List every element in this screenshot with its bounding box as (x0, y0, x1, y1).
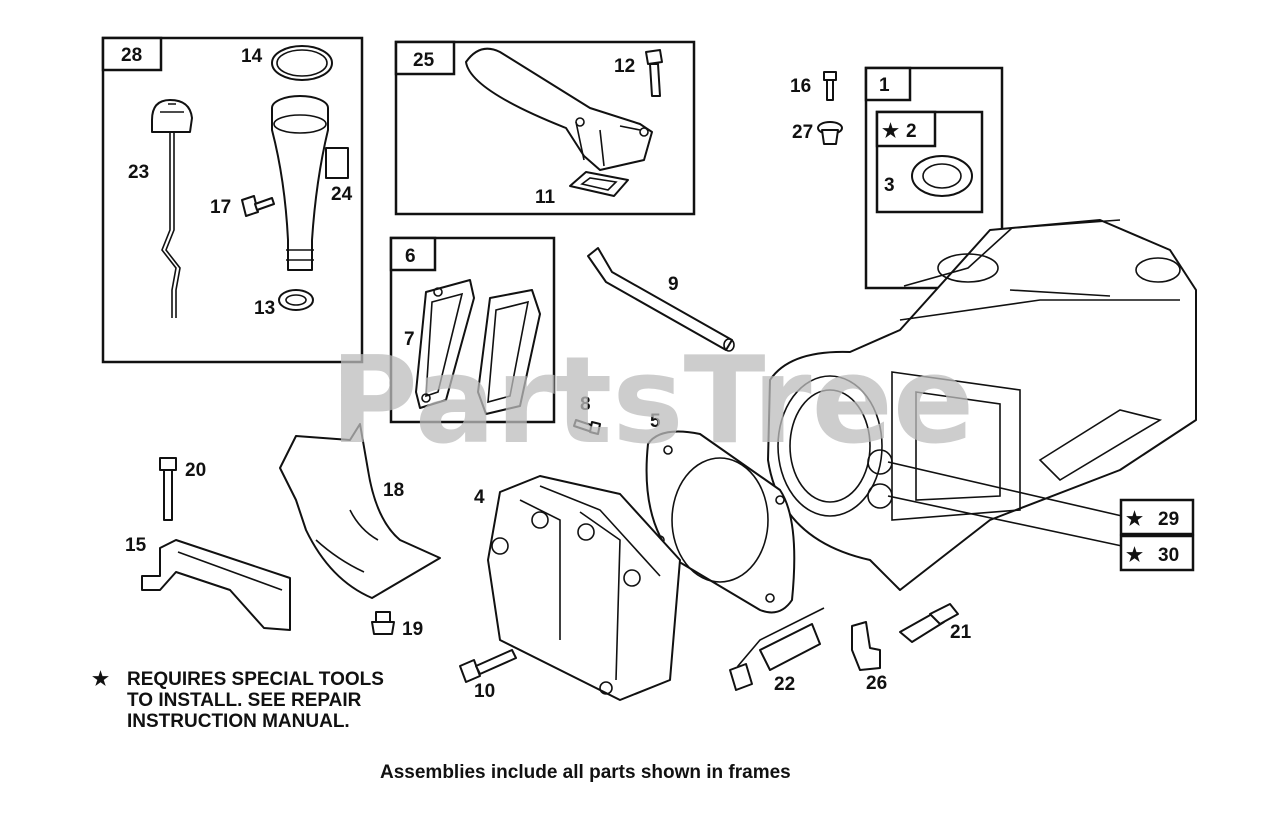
callout-10: 10 (474, 681, 495, 702)
part-16-bolt[interactable] (823, 71, 837, 101)
part-17-screw[interactable] (241, 195, 275, 217)
callout-15: 15 (125, 535, 147, 556)
callout-17: 17 (210, 197, 231, 218)
callout-9: 9 (668, 274, 679, 295)
frame-tag-6: 6 (405, 246, 416, 267)
part-14-o-ring[interactable] (271, 45, 333, 81)
part-24-oil-fill-tube[interactable] (271, 95, 349, 271)
part-13-seal-ring[interactable] (278, 289, 314, 311)
leader-30 (887, 495, 1123, 547)
footer-caption: Assemblies include all parts shown in fr… (380, 762, 791, 783)
callout-18: 18 (383, 480, 404, 501)
frame-tag-1: 1 (879, 75, 890, 96)
assembly-frame-25[interactable]: 25 (394, 40, 696, 216)
part-27-bushing[interactable] (817, 121, 843, 145)
callout-30: 30 (1158, 545, 1179, 566)
note-line-1: REQUIRES SPECIAL TOOLS (127, 669, 384, 690)
part-4-cylinder-head[interactable] (487, 475, 681, 701)
part-18-cylinder-shield[interactable] (279, 423, 441, 599)
callout-21: 21 (950, 622, 972, 643)
callout-16: 16 (790, 76, 811, 97)
part-8-screw[interactable] (573, 419, 601, 435)
part-9-breather-tube[interactable] (587, 247, 735, 352)
callout-11: 11 (535, 187, 556, 208)
part-5-head-gasket[interactable] (645, 430, 796, 614)
callout-22: 22 (774, 674, 795, 695)
frame-tag-2-star: ★ (882, 121, 899, 142)
part-22-lead[interactable] (729, 607, 825, 691)
callout-29: 29 (1158, 509, 1179, 530)
callout-7: 7 (404, 329, 415, 350)
frame-tag-28: 28 (121, 45, 142, 66)
callout-20: 20 (185, 460, 206, 481)
note-star: ★ (92, 669, 109, 690)
note-line-3: INSTRUCTION MANUAL. (127, 711, 350, 732)
part-26-spark-plug-boot[interactable] (851, 621, 881, 671)
callout-24: 24 (331, 184, 353, 205)
note-line-2: TO INSTALL. SEE REPAIR (127, 690, 362, 711)
frame-tag-2: 2 (906, 121, 917, 142)
callout-3: 3 (884, 175, 895, 196)
callout-29-box[interactable]: ★ 29 (1119, 498, 1195, 536)
part-23-dipstick[interactable] (151, 99, 193, 318)
callout-29-star: ★ (1126, 509, 1143, 530)
part-6-breather-cover[interactable] (477, 289, 541, 415)
assembly-frame-2[interactable]: ★ 2 (875, 110, 984, 214)
assembly-frame-6[interactable]: 6 (389, 236, 556, 424)
callout-4: 4 (474, 487, 485, 508)
part-11-gasket[interactable] (569, 171, 629, 197)
part-15-baffle[interactable] (141, 539, 291, 631)
part-20-bolt[interactable] (159, 457, 177, 521)
frame-tag-25: 25 (413, 50, 435, 71)
part-19-screw[interactable] (371, 611, 395, 635)
callout-14: 14 (241, 46, 263, 67)
callout-23: 23 (128, 162, 149, 183)
assembly-frame-28[interactable]: 28 (101, 36, 364, 364)
part-7-breather-gasket[interactable] (415, 279, 475, 409)
special-tools-note: ★ REQUIRES SPECIAL TOOLS TO INSTALL. SEE… (92, 669, 384, 732)
callout-5: 5 (650, 411, 661, 432)
callout-19: 19 (402, 619, 423, 640)
leader-29 (887, 461, 1123, 517)
callout-12: 12 (614, 56, 635, 77)
watermark: PartsTree (330, 332, 974, 471)
part-12-screw[interactable] (645, 49, 663, 97)
callout-13: 13 (254, 298, 275, 319)
callout-8: 8 (580, 394, 591, 415)
assembly-frame-1[interactable]: 1 (864, 66, 1004, 290)
callout-26: 26 (866, 673, 887, 694)
callout-30-box[interactable]: ★ 30 (1119, 534, 1195, 572)
part-3-oil-seal[interactable] (911, 155, 973, 197)
part-21-spark-plug[interactable] (899, 603, 959, 643)
callout-30-star: ★ (1126, 545, 1143, 566)
part-10-head-bolt[interactable] (459, 649, 517, 683)
callout-27: 27 (792, 122, 813, 143)
part-25-breather-tube[interactable] (465, 47, 653, 171)
